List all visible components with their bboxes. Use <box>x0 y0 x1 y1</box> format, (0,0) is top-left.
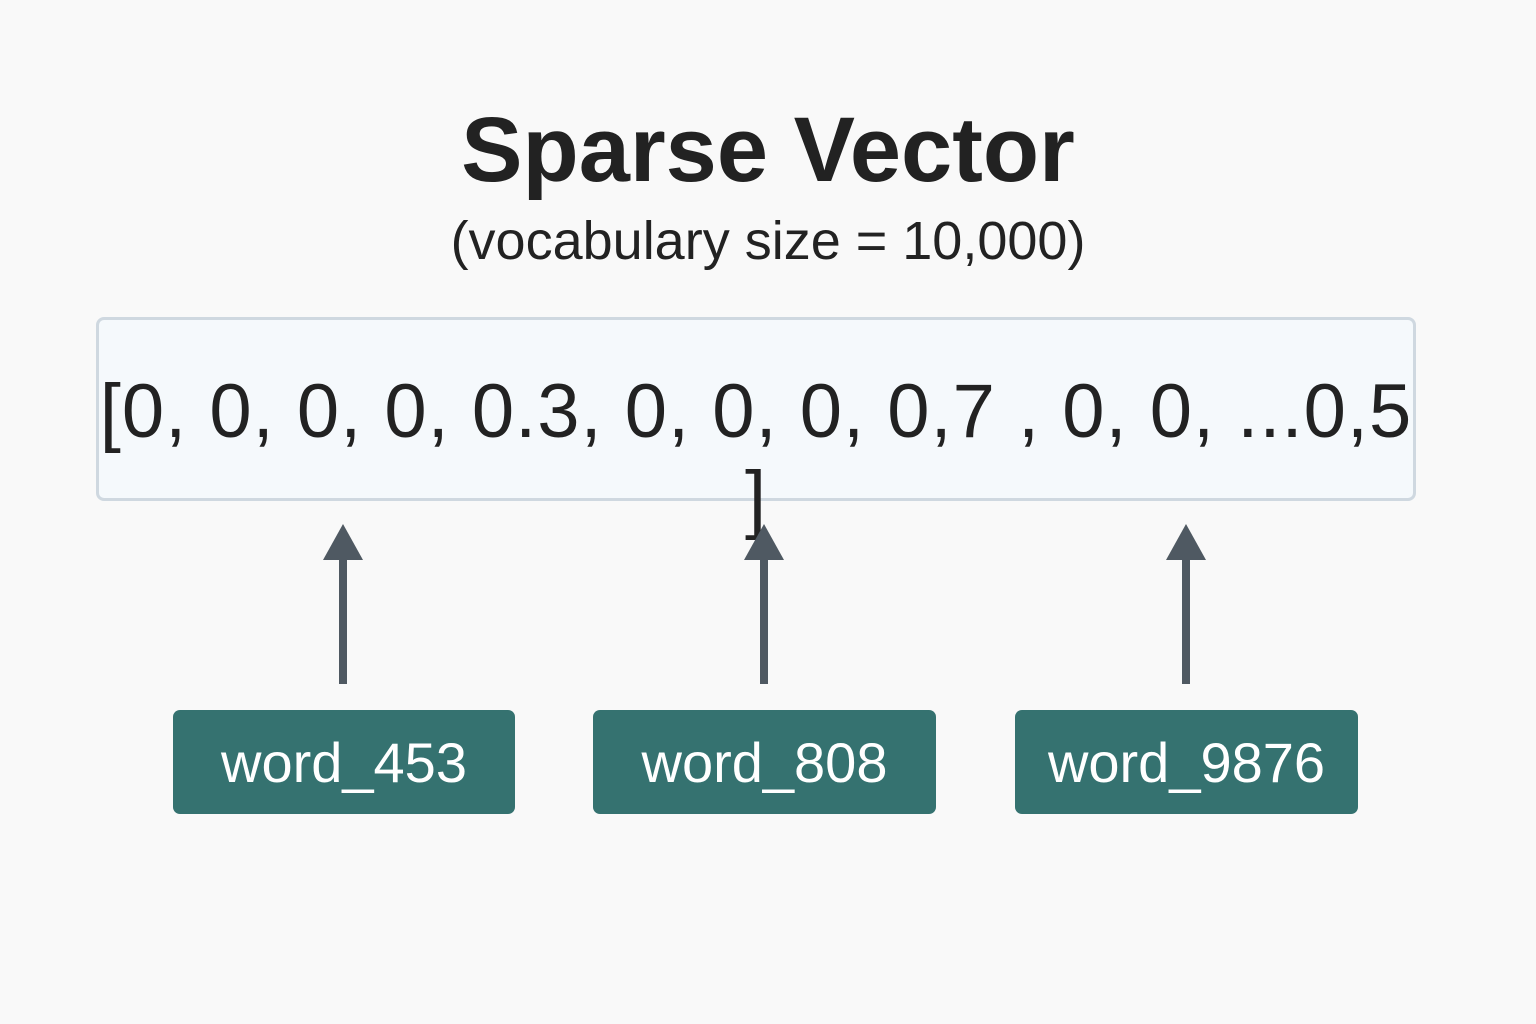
diagram-subtitle: (vocabulary size = 10,000) <box>450 211 1086 271</box>
arrow-up-icon <box>323 524 363 686</box>
word-label: word_9876 <box>1047 730 1326 794</box>
sparse-vector-box: [0, 0, 0, 0, 0.3, 0, 0, 0, 0,7 , 0, 0, .… <box>96 317 1416 541</box>
sparse-vector-values: [0, 0, 0, 0, 0.3, 0, 0, 0, 0,7 , 0, 0, .… <box>99 369 1413 541</box>
word-box-808: word_808 <box>593 710 936 814</box>
word-box-453: word_453 <box>173 710 515 814</box>
word-label: word_453 <box>221 730 467 794</box>
arrow-up-icon <box>1166 524 1206 686</box>
diagram-title: Sparse Vector <box>461 99 1075 201</box>
arrow-up-icon <box>744 524 784 686</box>
word-box-9876: word_9876 <box>1015 710 1358 814</box>
word-label: word_808 <box>641 730 888 794</box>
